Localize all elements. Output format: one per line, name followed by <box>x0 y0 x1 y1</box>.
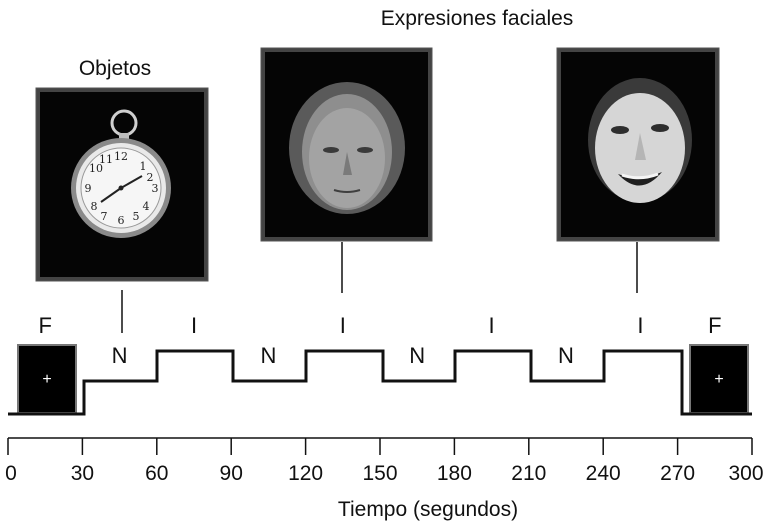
condition-label: F <box>708 313 721 338</box>
block-waveform <box>8 349 752 416</box>
axis-tick-label: 240 <box>586 462 621 485</box>
svg-text:6: 6 <box>118 214 125 227</box>
objects-title: Objetos <box>79 57 151 80</box>
svg-text:8: 8 <box>91 200 98 213</box>
svg-text:2: 2 <box>147 171 154 184</box>
fixation-cross-start: + <box>42 371 51 388</box>
svg-text:1: 1 <box>140 160 147 173</box>
svg-text:12: 12 <box>114 150 128 163</box>
axis-tick-label: 150 <box>362 462 397 485</box>
fixation-cross-end: + <box>714 371 723 388</box>
svg-text:11: 11 <box>99 153 113 166</box>
axis-tick-label: 270 <box>660 462 695 485</box>
svg-text:7: 7 <box>101 210 108 223</box>
axis-tick-label: 300 <box>728 462 763 485</box>
fixation-box-end: + <box>689 344 749 414</box>
svg-text:9: 9 <box>85 182 92 195</box>
condition-label: I <box>637 313 643 338</box>
faces-title: Expresiones faciales <box>381 7 574 30</box>
axis-tick-label: 120 <box>288 462 323 485</box>
condition-label: I <box>340 313 346 338</box>
axis-tick-label: 0 <box>5 462 17 485</box>
time-axis-label: Tiempo (segundos) <box>338 498 518 521</box>
condition-label: I <box>489 313 495 338</box>
condition-label: F <box>38 313 51 338</box>
elderly-woman-face-image <box>260 47 433 242</box>
time-axis: 0 30 60 90 120 150 180 210 240 270 300 <box>5 437 764 485</box>
condition-label: N <box>112 343 128 368</box>
condition-labels: F N I N I N I N I F <box>38 313 721 368</box>
svg-text:10: 10 <box>89 162 103 175</box>
axis-tick-label: 180 <box>437 462 472 485</box>
axis-tick-label: 30 <box>71 462 94 485</box>
fixation-box-start: + <box>17 344 77 414</box>
condition-label: N <box>558 343 574 368</box>
pocket-watch-image: 12 3 6 9 1 2 4 5 7 8 10 11 <box>35 87 209 282</box>
axis-tick-label: 210 <box>511 462 546 485</box>
condition-label: N <box>260 343 276 368</box>
svg-text:4: 4 <box>143 200 150 213</box>
axis-tick-label: 60 <box>145 462 168 485</box>
svg-text:3: 3 <box>152 182 159 195</box>
smiling-child-face-image <box>556 47 720 242</box>
condition-label: N <box>409 343 425 368</box>
condition-label: I <box>191 313 197 338</box>
axis-tick-label: 90 <box>220 462 243 485</box>
svg-text:5: 5 <box>133 210 140 223</box>
